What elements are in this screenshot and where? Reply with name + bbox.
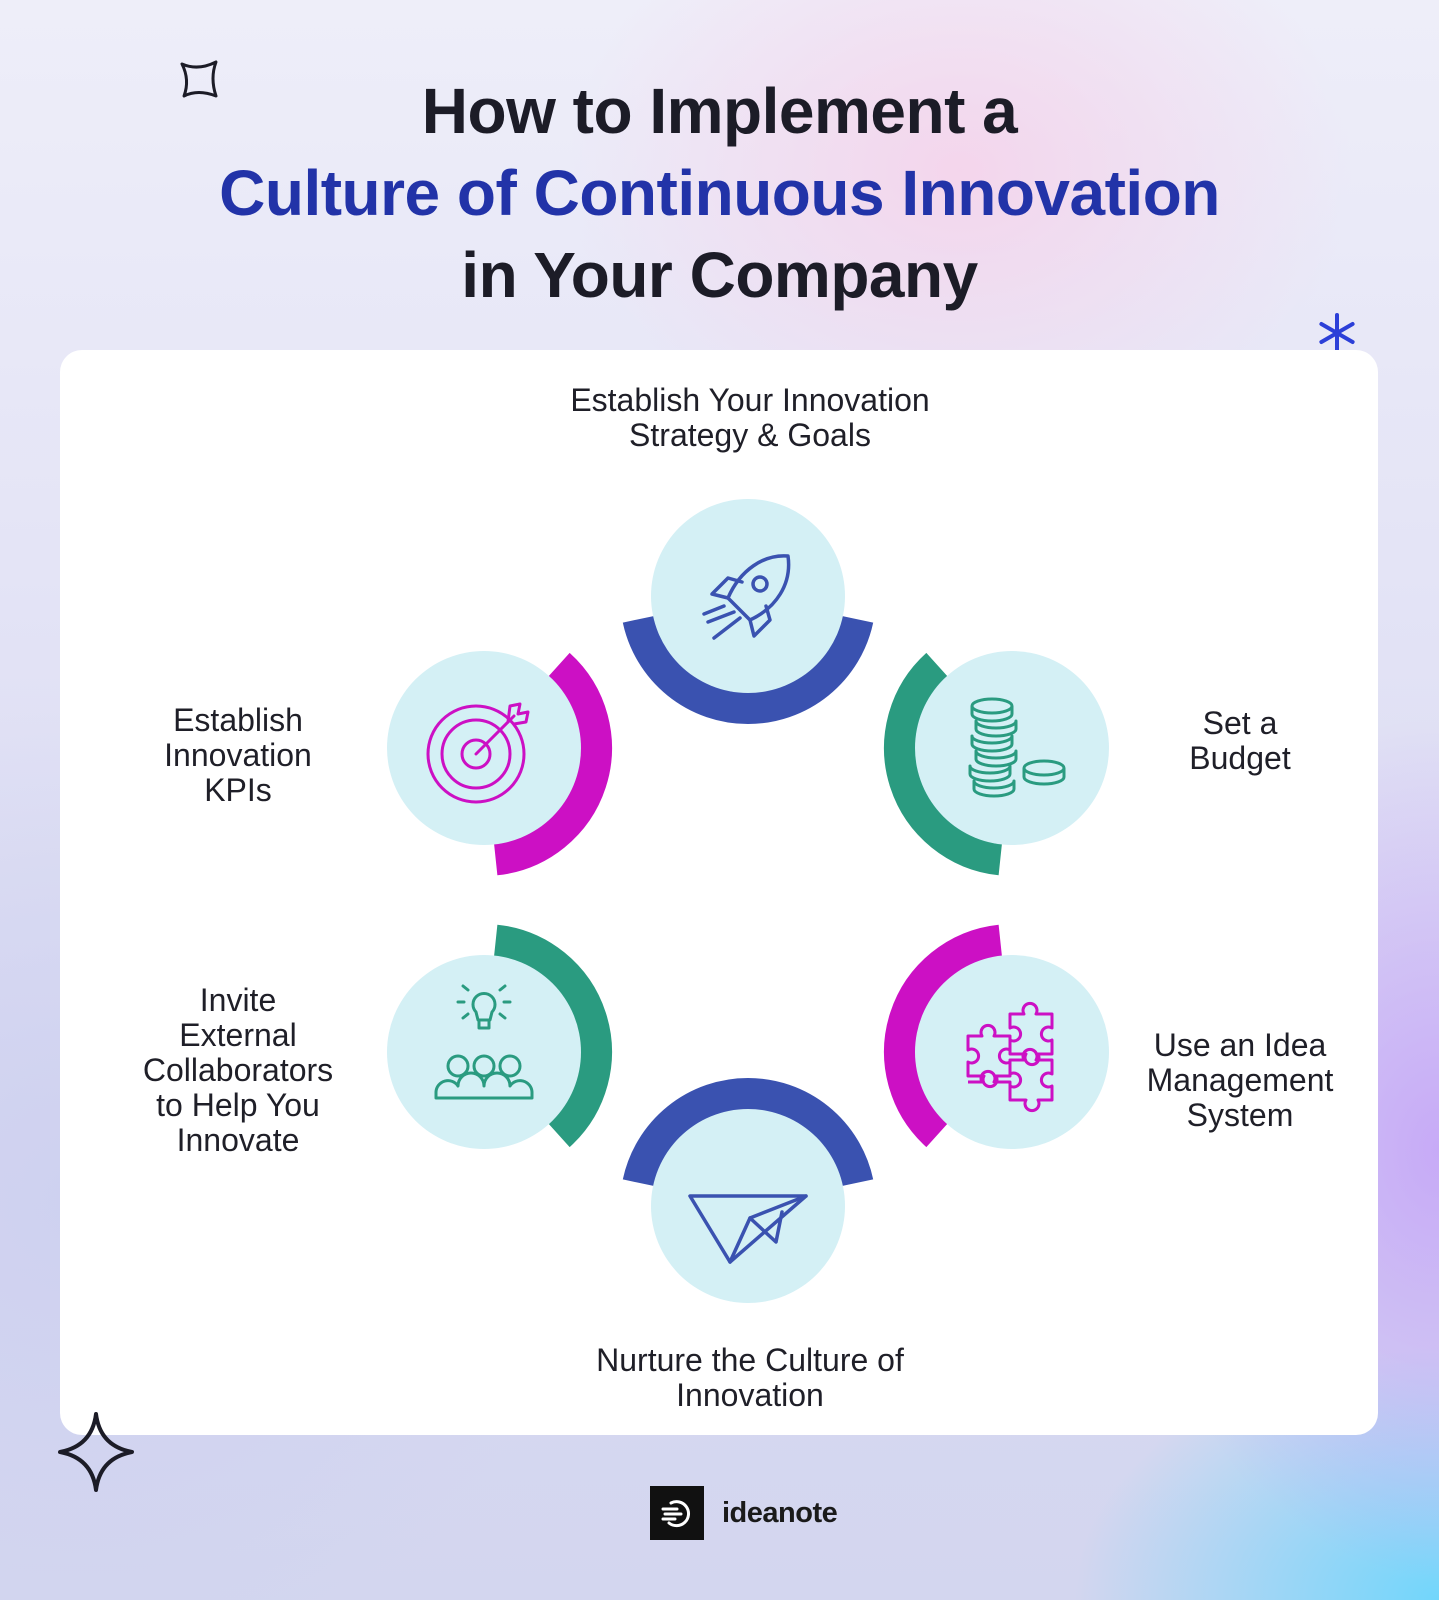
step-arc-2 — [884, 652, 1003, 876]
brand-logo: ideanote — [650, 1486, 838, 1540]
cycle-nodes — [387, 499, 1109, 1303]
four-point-star-icon — [58, 1412, 134, 1492]
title-line-2: Culture of Continuous Innovation — [219, 157, 1220, 229]
ideanote-logo-icon — [650, 1486, 704, 1540]
step-label-external-collaborators: Invite External Collaborators to Help Yo… — [142, 982, 334, 1158]
step-circle-5 — [387, 955, 581, 1149]
title-line-3: in Your Company — [461, 239, 978, 311]
step-circle-3 — [915, 955, 1109, 1149]
title-line-1: How to Implement a — [421, 75, 1018, 147]
step-arc-5 — [493, 924, 612, 1148]
step-arc-3 — [884, 924, 1003, 1148]
step-arc-4 — [622, 1078, 874, 1187]
step-circle-1 — [651, 499, 845, 693]
step-label-idea-management: Use an Idea Management System — [1146, 1027, 1334, 1133]
step-circle-4 — [651, 1109, 845, 1303]
asterisk-icon — [1319, 313, 1355, 353]
step-label-kpis: Establish Innovation KPIs — [164, 702, 312, 808]
step-arc-6 — [493, 652, 612, 876]
step-label-budget: Set a Budget — [1189, 705, 1291, 776]
sparkle-outline-icon — [180, 60, 218, 98]
step-label-nurture-culture: Nurture the Culture of Innovation — [596, 1342, 904, 1413]
step-circle-2 — [915, 651, 1109, 845]
brand-name: ideanote — [722, 1496, 838, 1529]
cycle-arcs — [493, 615, 1003, 1187]
step-label-strategy-goals: Establish Your Innovation Strategy & Goa… — [570, 382, 930, 453]
step-arc-1 — [622, 615, 874, 724]
